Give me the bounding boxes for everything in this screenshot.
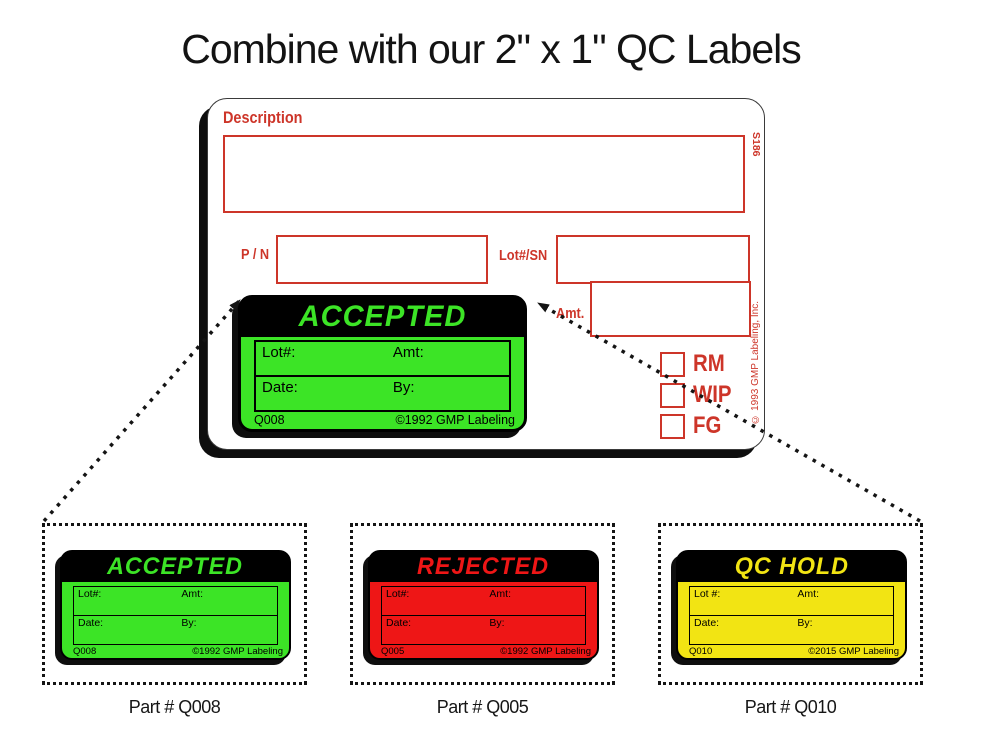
by-field-label: By: [797, 617, 813, 629]
sample-label-accepted: ACCEPTED Lot#: Amt: Date: By: Q008 ©1992… [60, 550, 291, 660]
sample-label-rejected: REJECTED Lot#: Amt: Date: By: Q005 ©1992… [368, 550, 599, 660]
fg-checkbox [660, 413, 685, 439]
accepted-label-title: ACCEPTED [298, 300, 467, 333]
label-copyright: ©2015 GMP Labeling [808, 646, 899, 657]
accepted-label-on-form: ACCEPTED Lot#: Amt: Date: By: Q008 ©1992… [238, 295, 527, 432]
form-number: S186 [750, 132, 762, 157]
sample-accepted-fields: Lot#: Amt: Date: By: [73, 586, 278, 645]
sample-rejected-header: REJECTED [369, 551, 598, 582]
label-part-number: Q005 [381, 646, 405, 657]
checkbox-row-rm: RM [660, 350, 730, 378]
by-field-label: By: [181, 617, 197, 629]
checkbox-row-wip: WIP [660, 381, 738, 409]
sample-qc-hold-fields: Lot #: Amt: Date: By: [689, 586, 894, 645]
lot-field-label: Lot#: [262, 344, 296, 361]
sample-qc-hold-title: QC HOLD [734, 552, 849, 580]
sample-label-qc-hold: QC HOLD Lot #: Amt: Date: By: Q010 ©2015… [676, 550, 907, 660]
amt-field-label: Amt: [392, 344, 424, 361]
sample-box-rejected: REJECTED Lot#: Amt: Date: By: Q005 ©1992… [350, 523, 615, 685]
sample-rejected-footer: Q005 ©1992 GMP Labeling [381, 646, 591, 657]
sample-rejected-title: REJECTED [417, 552, 550, 580]
date-field-label: Date: [262, 379, 298, 396]
accepted-label-fields: Lot#: Amt: Date: By: [254, 340, 511, 412]
checkbox-row-fg: FG [660, 412, 726, 440]
label-part-number: Q010 [689, 646, 713, 657]
caption-part-q005: Part # Q005 [436, 697, 529, 717]
sample-box-qc-hold: QC HOLD Lot #: Amt: Date: By: Q010 ©2015… [658, 523, 923, 685]
lot-field-label: Lot#: [78, 588, 102, 600]
description-field-box [223, 135, 745, 213]
wip-checkbox [660, 382, 685, 408]
sample-qc-hold-header: QC HOLD [677, 551, 906, 582]
rm-checkbox-label: RM [693, 350, 725, 377]
amt-field-label: Amt: [181, 588, 203, 600]
sample-accepted-title: ACCEPTED [107, 552, 244, 580]
lot-field-label: Lot#: [386, 588, 410, 600]
label-copyright: ©1992 GMP Labeling [395, 413, 515, 427]
page-title: Combine with our 2" x 1" QC Labels [181, 26, 802, 72]
wip-checkbox-label: WIP [693, 381, 732, 408]
amount-label: Amt. [556, 305, 585, 322]
lot-sn-field-box [556, 235, 750, 284]
amt-field-label: Amt: [797, 588, 819, 600]
sample-rejected-fields: Lot#: Amt: Date: By: [381, 586, 586, 645]
sample-qc-hold-footer: Q010 ©2015 GMP Labeling [689, 646, 899, 657]
by-field-label: By: [392, 379, 415, 396]
label-part-number: Q008 [73, 646, 97, 657]
by-field-label: By: [489, 617, 505, 629]
sample-box-accepted: ACCEPTED Lot#: Amt: Date: By: Q008 ©1992… [42, 523, 307, 685]
caption-part-q008: Part # Q008 [128, 697, 221, 717]
description-label: Description [223, 108, 303, 127]
form-copyright: © 1993 GMP Labeling, Inc. [750, 301, 761, 425]
amount-field-box [590, 281, 751, 337]
date-field-label: Date: [78, 617, 104, 629]
lot-sn-label: Lot#/SN [499, 247, 548, 264]
accepted-label-footer: Q008 ©1992 GMP Labeling [254, 413, 515, 427]
rm-checkbox [660, 351, 685, 377]
sample-accepted-header: ACCEPTED [61, 551, 290, 582]
lot-field-label: Lot #: [694, 588, 721, 600]
sample-accepted-footer: Q008 ©1992 GMP Labeling [73, 646, 283, 657]
caption-part-q010: Part # Q010 [744, 697, 837, 717]
part-number-field-box [276, 235, 488, 284]
date-field-label: Date: [386, 617, 412, 629]
amt-field-label: Amt: [489, 588, 511, 600]
part-number-label: P / N [241, 246, 270, 263]
fg-checkbox-label: FG [693, 412, 722, 439]
label-part-number: Q008 [254, 413, 285, 427]
label-copyright: ©1992 GMP Labeling [192, 646, 283, 657]
date-field-label: Date: [694, 617, 720, 629]
label-copyright: ©1992 GMP Labeling [500, 646, 591, 657]
accepted-label-header: ACCEPTED [240, 297, 525, 337]
